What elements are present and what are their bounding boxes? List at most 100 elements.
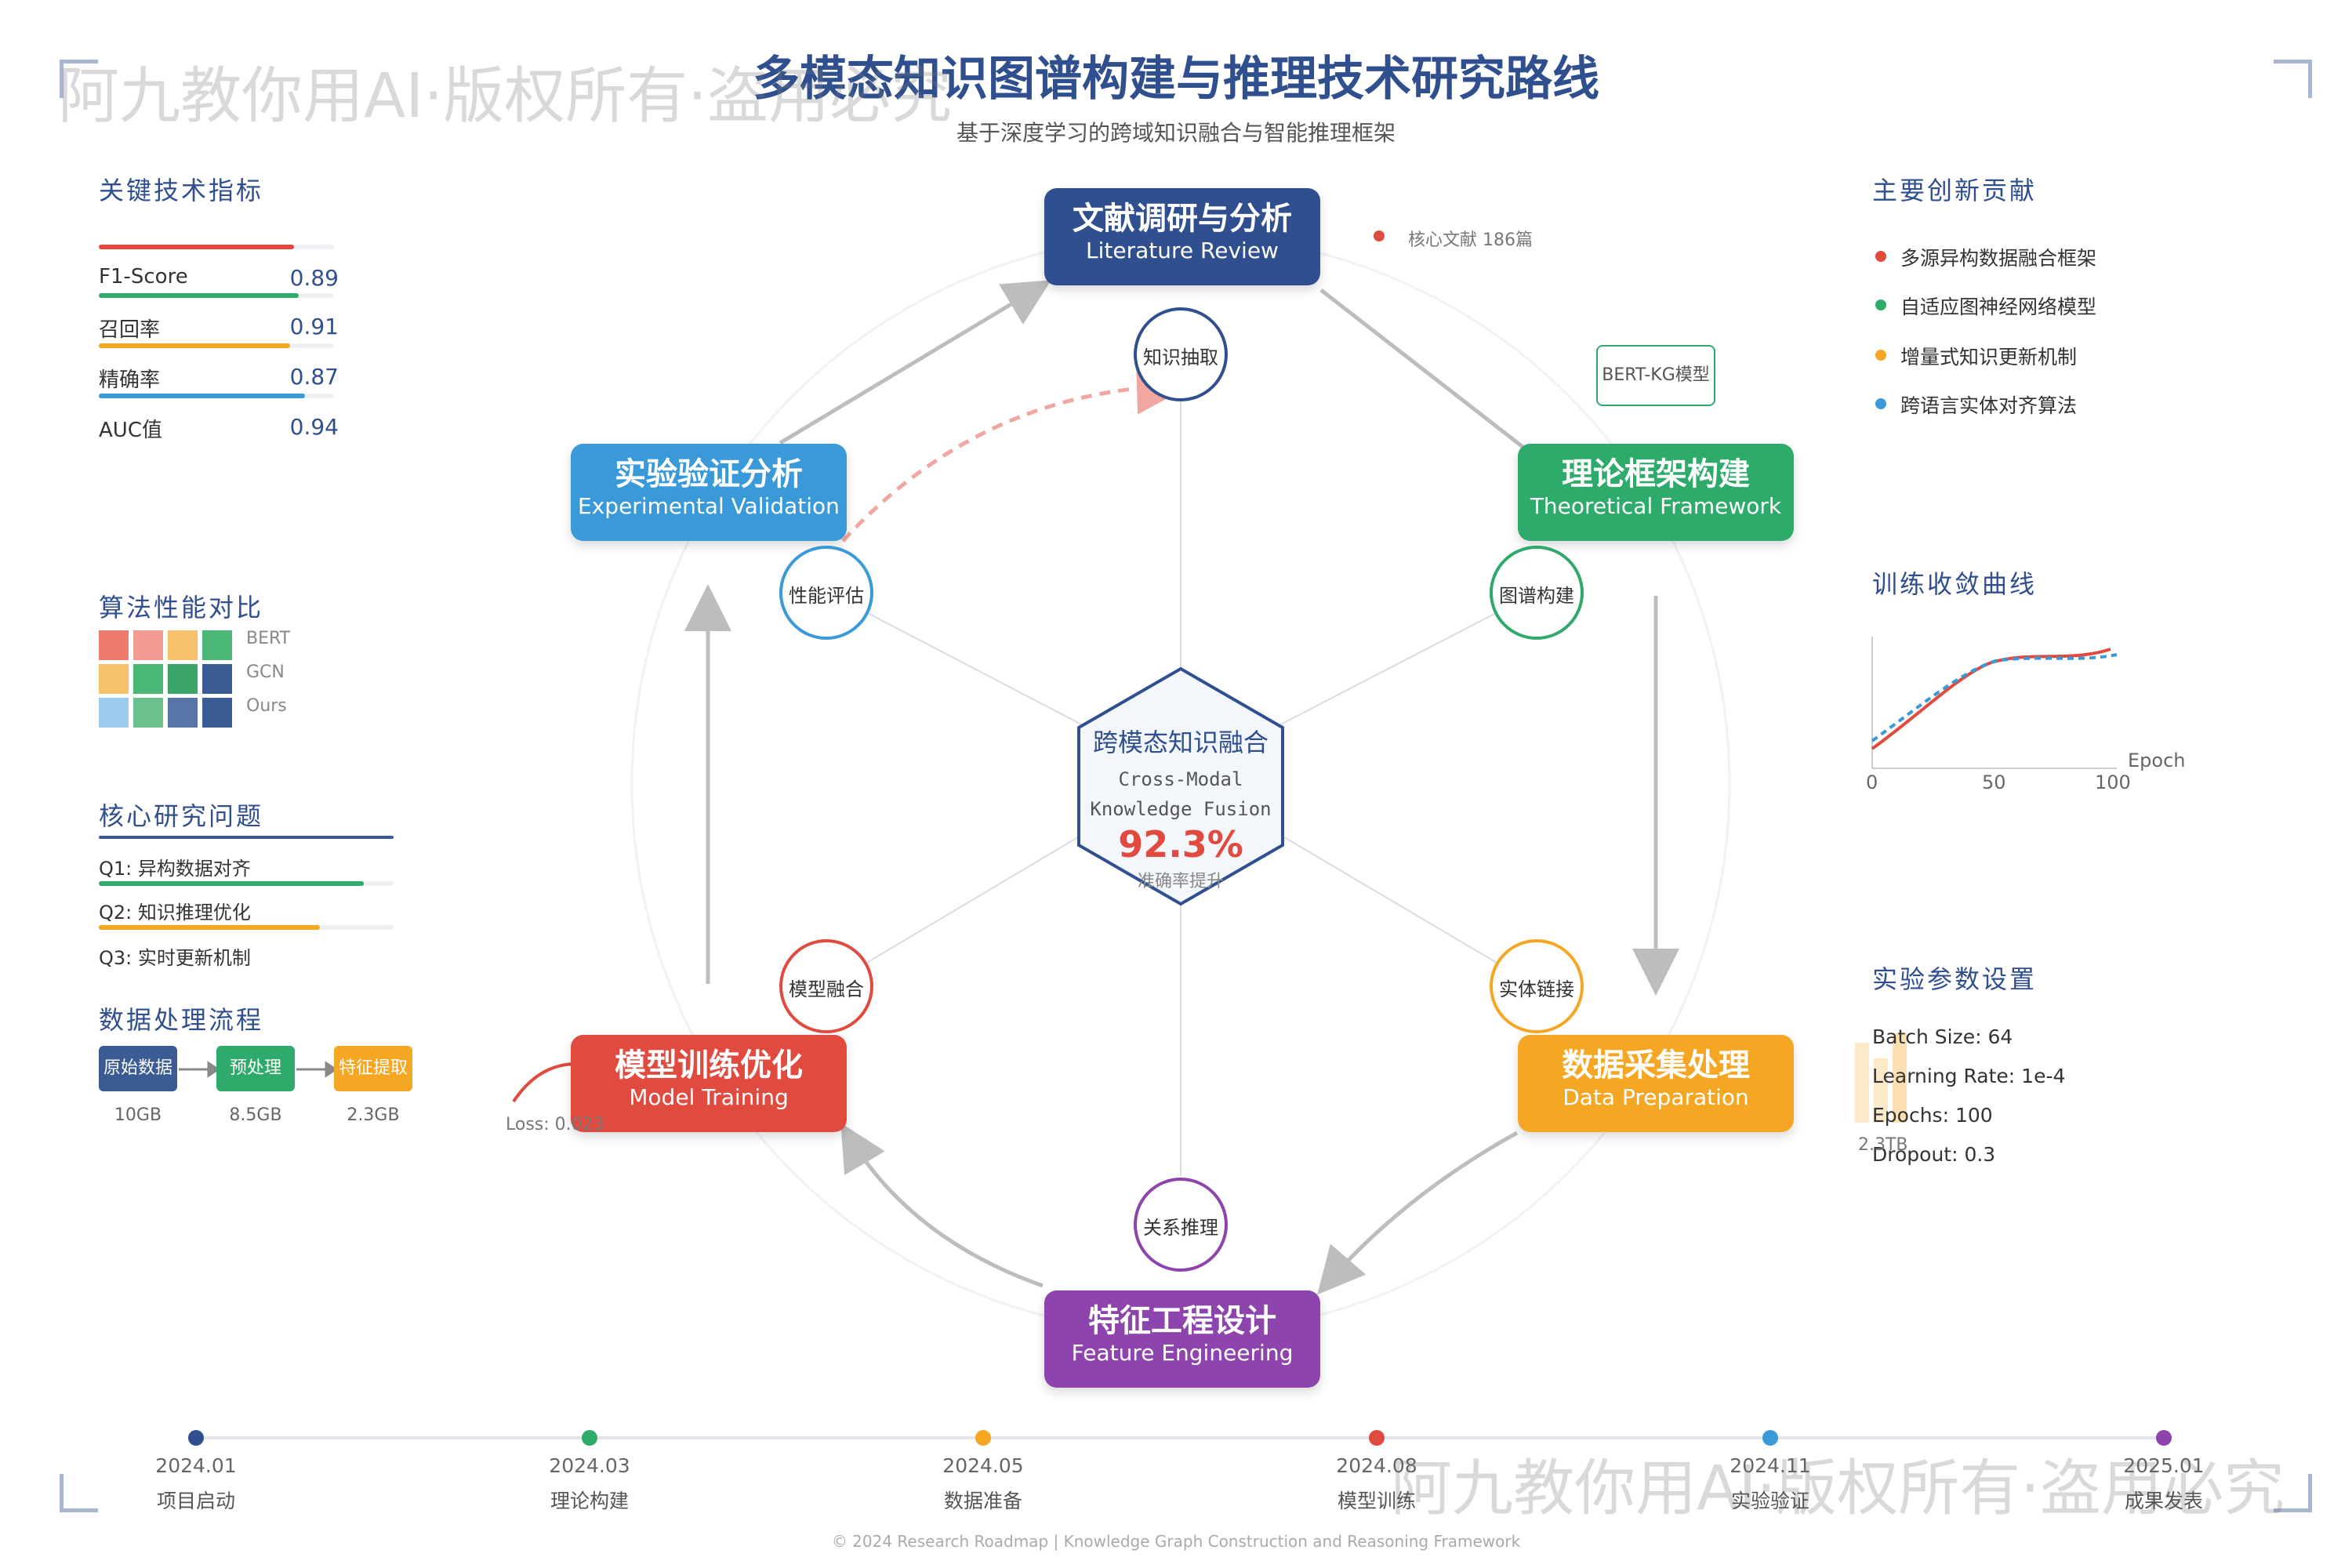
data-volume-label: 2.3TB <box>1858 1135 1908 1155</box>
circle-entity-linking[interactable]: 实体链接 <box>1490 939 1584 1033</box>
innovation-dot-2 <box>1875 299 1886 310</box>
node-subtitle: Experimental Validation <box>578 493 840 519</box>
metric-bar-track-2 <box>99 343 334 348</box>
metric-value: 0.89 <box>289 265 339 291</box>
node-title: 特征工程设计 <box>1088 1303 1276 1339</box>
heatmap-cell <box>99 664 129 694</box>
watermark-top: 阿九教你用AI·版权所有·盗用必究 <box>58 61 952 132</box>
heatmap-cell <box>202 664 232 694</box>
hub-hexagon <box>1077 666 1284 906</box>
algo-heatmap <box>99 630 237 732</box>
flow-arrowhead-2 <box>325 1061 338 1078</box>
heatmap-cell <box>168 698 198 728</box>
timeline-label-2: 理论构建 <box>550 1490 629 1512</box>
convergence-chart <box>1871 637 2118 769</box>
question-1: Q1: 异构数据对齐 <box>99 858 251 880</box>
metric-bar-fill-3 <box>99 394 306 398</box>
node-literature-review[interactable]: 文献调研与分析 Literature Review <box>1044 188 1320 285</box>
timeline-dot-4[interactable] <box>1369 1430 1385 1446</box>
node-title: 实验验证分析 <box>615 456 803 492</box>
node-subtitle: Feature Engineering <box>1071 1340 1294 1366</box>
heatmap-cell <box>168 664 198 694</box>
innovation-2: 自适应图神经网络模型 <box>1900 296 2097 318</box>
heatmap-cell <box>99 630 129 660</box>
innovation-dot-1 <box>1875 251 1886 262</box>
innovation-dot-4 <box>1875 398 1886 409</box>
node-title: 文献调研与分析 <box>1073 201 1292 237</box>
node-theoretical-framework[interactable]: 理论框架构建 Theoretical Framework <box>1518 444 1794 541</box>
innovation-1: 多源异构数据融合框架 <box>1900 247 2097 270</box>
metric-row-f1: F1-Score 0.89 <box>99 265 339 291</box>
heatmap-cell <box>133 630 163 660</box>
hub-subtitle-1: Cross-Modal <box>1118 768 1243 790</box>
circle-graph-construction[interactable]: 图谱构建 <box>1490 546 1584 640</box>
arrow-data-to-feature <box>1317 1131 1519 1295</box>
flow-size-feature: 2.3GB <box>347 1105 400 1125</box>
volume-bar-3 <box>1893 1033 1907 1123</box>
innovation-dot-3 <box>1875 350 1886 361</box>
innovation-3: 增量式知识更新机制 <box>1900 346 2078 368</box>
node-model-training[interactable]: 模型训练优化 Model Training <box>571 1035 847 1132</box>
questions-title: 核心研究问题 <box>99 801 264 831</box>
node-subtitle: Theoretical Framework <box>1530 493 1782 519</box>
convergence-val-curve <box>1871 653 2118 742</box>
metric-value: 0.94 <box>289 414 339 440</box>
hub-value: 92.3% <box>1118 823 1243 866</box>
heatmap-cell <box>202 698 232 728</box>
question-2: Q2: 知识推理优化 <box>99 902 251 924</box>
metric-bar-fill-0 <box>99 245 295 249</box>
metrics-title: 关键技术指标 <box>99 176 264 205</box>
timeline-dot-2[interactable] <box>582 1430 597 1446</box>
metric-bar-track-0 <box>99 245 334 249</box>
timeline-dot-1[interactable] <box>188 1430 204 1446</box>
metric-bar-track-1 <box>99 293 334 298</box>
question-bar-fill-2 <box>99 925 320 930</box>
metric-value: 0.87 <box>289 364 339 390</box>
volume-bar-1 <box>1855 1043 1869 1123</box>
corner-frame-top-left <box>60 60 98 98</box>
flow-size-preprocess: 8.5GB <box>229 1105 282 1125</box>
circle-performance-evaluation[interactable]: 性能评估 <box>779 546 873 640</box>
flow-box-preprocess: 预处理 <box>216 1046 295 1091</box>
circle-knowledge-extraction[interactable]: 知识抽取 <box>1134 307 1228 401</box>
page-subtitle: 基于深度学习的跨域知识融合与智能推理框架 <box>956 120 1396 146</box>
heatmap-cell <box>133 664 163 694</box>
node-data-preparation[interactable]: 数据采集处理 Data Preparation <box>1518 1035 1794 1132</box>
algo-label-ours: Ours <box>246 696 287 716</box>
timeline-date-5: 2024.11 <box>1730 1454 1811 1477</box>
timeline-dot-3[interactable] <box>975 1430 991 1446</box>
circle-relation-reasoning[interactable]: 关系推理 <box>1134 1178 1228 1272</box>
param-batch-size: Batch Size: 64 <box>1872 1025 2013 1048</box>
circle-model-fusion[interactable]: 模型融合 <box>779 939 873 1033</box>
model-tag: BERT-KG模型 <box>1596 345 1715 406</box>
flow-arrowhead-1 <box>207 1061 220 1078</box>
timeline-date-4: 2024.08 <box>1336 1454 1417 1477</box>
node-subtitle: Model Training <box>629 1084 789 1110</box>
question-bar-1 <box>99 881 394 886</box>
algo-label-gcn: GCN <box>246 662 285 682</box>
timeline-label-5: 实验验证 <box>1730 1490 1809 1512</box>
node-feature-engineering[interactable]: 特征工程设计 Feature Engineering <box>1044 1290 1320 1388</box>
hub-subtitle-2: Knowledge Fusion <box>1090 798 1272 820</box>
timeline-dot-5[interactable] <box>1762 1430 1778 1446</box>
heatmap-cell <box>99 698 129 728</box>
question-underline-title <box>99 836 394 839</box>
metric-label: F1-Score <box>99 265 188 289</box>
flow-box-feature: 特征提取 <box>334 1046 412 1091</box>
flow-arrows <box>179 1061 338 1078</box>
node-experimental-validation[interactable]: 实验验证分析 Experimental Validation <box>571 444 847 541</box>
metric-bar-fill-2 <box>99 343 290 348</box>
convergence-tick-100: 100 <box>2095 771 2131 793</box>
arrow-lit-to-theory <box>1319 289 1544 464</box>
data-volume-bars <box>1855 1033 1907 1123</box>
metric-bar-fill-1 <box>99 293 299 298</box>
heatmap-cell <box>133 698 163 728</box>
footer: © 2024 Research Roadmap | Knowledge Grap… <box>831 1532 1521 1551</box>
node-subtitle: Data Preparation <box>1563 1084 1749 1110</box>
timeline-date-3: 2024.05 <box>942 1454 1024 1477</box>
timeline-label-4: 模型训练 <box>1337 1490 1416 1512</box>
timeline-dot-6[interactable] <box>2156 1430 2172 1446</box>
heatmap-cell <box>202 630 232 660</box>
